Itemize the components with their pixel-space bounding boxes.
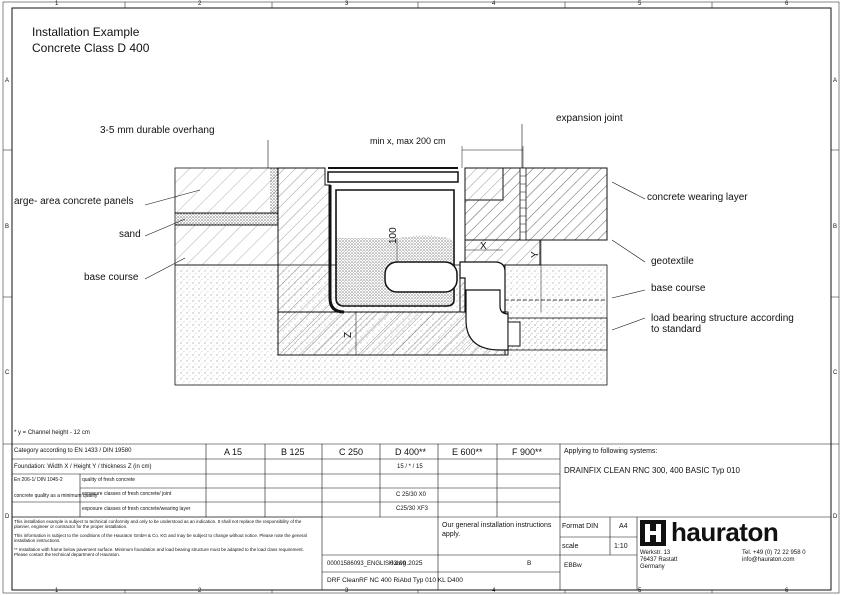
col-marker: 1	[55, 1, 59, 7]
col-marker: 1	[55, 588, 59, 594]
scale-label: scale	[562, 543, 579, 550]
system-name: DRAINFIX CLEAN RNC 300, 400 BASIC Typ 01…	[564, 466, 740, 475]
label-expansion-joint: expansion joint	[556, 113, 623, 124]
row-marker: C	[833, 370, 838, 376]
label-load-bearing-2: to standard	[651, 324, 702, 335]
note-para2: This information is subject to the condi…	[14, 532, 307, 544]
label-dimension: min x, max 200 cm	[370, 136, 446, 146]
left-base-layer	[174, 224, 279, 266]
col-marker: 3	[345, 588, 349, 594]
revision: B	[527, 560, 532, 567]
class-a15: A 15	[224, 447, 243, 457]
label-geotextile: geotextile	[651, 256, 694, 267]
company-addr3: Germany	[640, 564, 665, 570]
title-line2: Concrete Class D 400	[32, 41, 150, 55]
fresh-value: C25/30 XF3	[396, 506, 429, 512]
dim-y: Y	[530, 251, 541, 258]
fresh-label: exposure classes of fresh concrete/weari…	[82, 506, 191, 512]
quality-label: quality of fresh concrete	[82, 477, 136, 483]
label-wearing-layer: concrete wearing layer	[647, 192, 748, 203]
category-label: Category according to EN 1433 / DIN 1958…	[14, 448, 132, 454]
col-marker: 3	[345, 1, 349, 7]
col-marker: 4	[492, 1, 496, 7]
expansion-joint	[519, 167, 527, 241]
col-marker: 5	[638, 1, 642, 7]
class-b125: B 125	[281, 447, 305, 457]
col-marker: 2	[198, 1, 202, 7]
dim-100: 100	[388, 227, 399, 244]
row-marker: C	[5, 370, 10, 376]
row-marker: A	[5, 78, 10, 84]
hauraton-logo-mark	[640, 520, 666, 546]
format-label: Format DIN	[562, 523, 599, 530]
footnote: * y = Channel height - 12 cm	[14, 430, 90, 436]
class-d400: D 400**	[395, 447, 427, 457]
drawing-name: DRF CleanRF NC 400 RiAbd Typ 010 KL D400	[327, 577, 463, 584]
quality-note: concrete quality as a minimum quality	[14, 493, 98, 499]
sand-layer	[174, 212, 279, 226]
foundation-values: 15 / * / 15	[397, 464, 423, 470]
label-overhang: 3-5 mm durable overhang	[100, 125, 215, 136]
leader-lines	[144, 124, 646, 331]
outlet-elbow	[465, 289, 509, 351]
class-f900: F 900**	[512, 447, 543, 457]
company-addr2: 76437 Rastatt	[640, 557, 678, 563]
note-para1: This installation example is subject to …	[14, 519, 302, 530]
dim-x: X	[480, 241, 487, 252]
scale-value: 1:10	[614, 543, 628, 550]
class-e600: E 600**	[452, 447, 483, 457]
en-label: En 206-1/ DIN 1045-2	[14, 477, 63, 483]
col-marker: 4	[492, 588, 496, 594]
concrete-panels	[174, 167, 279, 214]
exposure-value: C 25/30 X0	[396, 492, 427, 498]
file-name: 00001586093_ENGLISH.dwg	[327, 561, 407, 567]
row-marker: D	[5, 514, 10, 520]
row-marker: B	[833, 224, 838, 230]
row-marker: B	[5, 224, 10, 230]
id-code: EBBw	[564, 562, 582, 569]
format-value: A4	[619, 523, 628, 530]
company-name: hauraton	[671, 517, 779, 547]
label-concrete-panels: arge- area concrete panels	[14, 196, 134, 207]
dimension-lines	[355, 146, 542, 355]
exposure-label: exposure classes of fresh concrete/ join…	[82, 491, 172, 497]
col-marker: 2	[198, 588, 202, 594]
label-base-course-left: base course	[84, 272, 139, 283]
label-load-bearing-1: load bearing structure according	[651, 313, 794, 324]
grate	[327, 171, 459, 183]
general-instructions: Our general installation instructions ap…	[442, 522, 552, 538]
date: 03.09.2025	[390, 560, 423, 567]
label-sand: sand	[119, 229, 141, 240]
col-marker: 6	[785, 1, 789, 7]
note-para3: ** Installation with frame below pavemen…	[14, 546, 304, 558]
class-c250: C 250	[339, 447, 364, 457]
row-marker: D	[833, 514, 838, 520]
col-marker: 6	[785, 588, 789, 594]
applying-label: Applying to following systems:	[564, 448, 658, 455]
sheet-border	[11, 7, 832, 591]
company-mail: info@hauraton.com	[742, 557, 795, 563]
company-addr1: Werkstr. 13	[640, 550, 671, 556]
label-base-course-right: base course	[651, 283, 706, 294]
foundation-label: Foundation: Width X / Height Y / thickne…	[14, 464, 152, 470]
col-marker: 5	[638, 588, 642, 594]
wearing-layer	[464, 167, 608, 241]
spec-table-grid	[12, 443, 831, 590]
dim-z: Z	[343, 331, 354, 338]
frame-ticks	[3, 2, 839, 593]
row-marker: A	[833, 78, 838, 84]
title-line1: Installation Example	[32, 25, 140, 39]
filter-insert	[384, 261, 458, 293]
company-tel: Tel. +49 (0) 72 22 958 0	[742, 550, 806, 556]
notes: This installation example is subject to …	[14, 519, 318, 557]
